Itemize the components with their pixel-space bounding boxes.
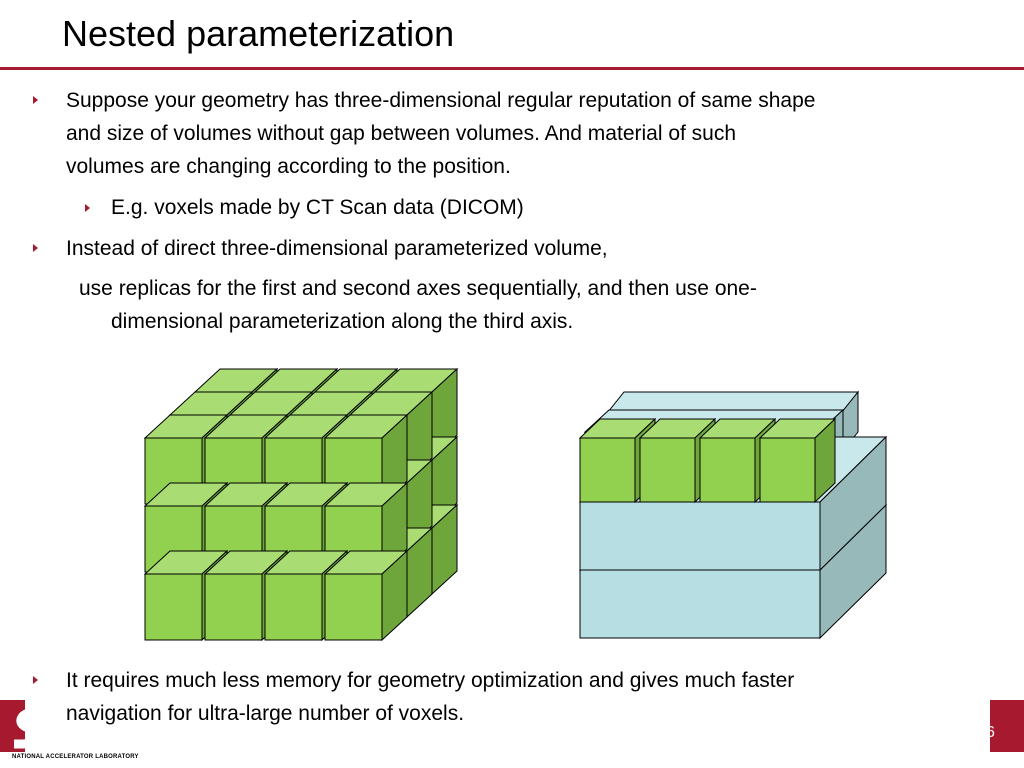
voxel-cube <box>143 367 459 642</box>
bullet-3-line-2: navigation for ultra-large number of vox… <box>66 702 465 725</box>
row-voxel-front <box>699 437 756 503</box>
voxel-cube-figure <box>143 367 459 642</box>
voxel-front <box>144 573 203 641</box>
row-voxel-front <box>759 437 816 503</box>
bullet-2-line-3: dimensional parameterization along the t… <box>111 310 574 333</box>
bullet-2-line-1: Instead of direct three-dimensional para… <box>66 237 608 260</box>
sub-bullet-1: E.g. voxels made by CT Scan data (DICOM) <box>111 196 524 219</box>
slab-middle-front <box>579 501 821 571</box>
triangle-right-icon <box>33 676 38 684</box>
triangle-right-icon <box>33 96 38 104</box>
bullet-1-line-3: volumes are changing according to the po… <box>66 155 511 178</box>
replica-stack <box>578 390 888 640</box>
bullet-1-line-2: and size of volumes without gap between … <box>66 122 737 145</box>
bullet-1-line-1: Suppose your geometry has three-dimensio… <box>66 89 816 112</box>
voxel-front <box>264 573 323 641</box>
row-voxel-front <box>639 437 696 503</box>
row-voxel-front <box>579 437 636 503</box>
voxel-front <box>204 573 263 641</box>
footer-text-panel <box>25 656 990 752</box>
nested-replica-figure <box>578 390 888 640</box>
lab-name: NATIONAL ACCELERATOR LABORATORY <box>12 754 139 760</box>
page-title: Nested parameterization <box>62 13 455 54</box>
bullet-2-line-2: use replicas for the first and second ax… <box>79 277 757 300</box>
voxel-front <box>324 573 383 641</box>
page-number: 6 <box>986 724 995 741</box>
triangle-right-icon <box>33 244 38 252</box>
title-divider <box>0 67 1024 70</box>
bullet-3-line-1: It requires much less memory for geometr… <box>66 669 795 692</box>
slab-bottom-front <box>579 569 821 639</box>
triangle-right-icon <box>85 204 90 212</box>
